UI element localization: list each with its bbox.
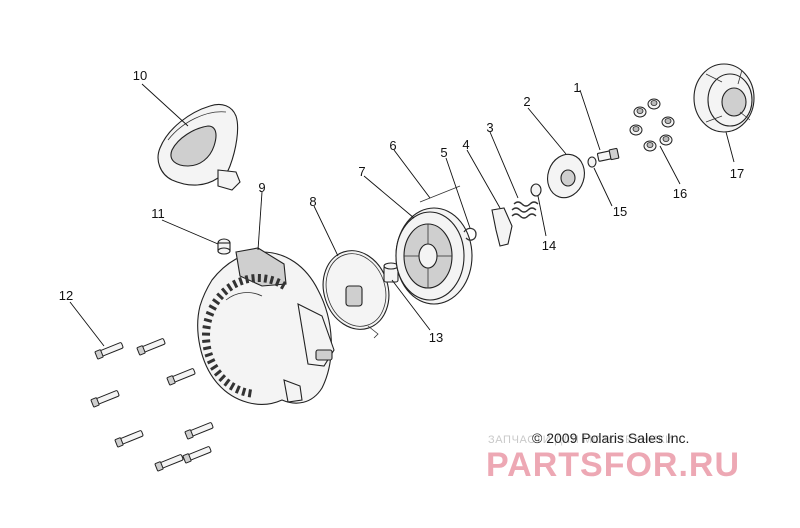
vent-slot <box>218 374 227 383</box>
bolt <box>90 390 120 408</box>
callout-1: 1 <box>573 80 580 95</box>
callout-12: 12 <box>59 288 73 303</box>
callout-7: 7 <box>358 164 365 179</box>
callout-9: 9 <box>258 180 265 195</box>
bolt <box>94 342 124 360</box>
vent-slot <box>201 332 211 336</box>
callout-14: 14 <box>542 238 556 253</box>
plug-part <box>217 238 231 255</box>
bushing-part <box>383 262 399 283</box>
vent-slot <box>205 310 215 317</box>
callout-8: 8 <box>309 194 316 209</box>
vent-slot <box>244 275 250 284</box>
flange-nut <box>633 106 647 118</box>
center-bolt-part <box>596 147 620 162</box>
vent-slot <box>228 382 236 391</box>
starter-cup-part <box>693 63 755 133</box>
vent-slot <box>202 325 211 330</box>
bolt <box>136 338 166 356</box>
vent-slot <box>269 275 275 285</box>
copyright-notice: © 2009 Polaris Sales Inc. <box>532 430 690 446</box>
rope-part <box>419 185 461 203</box>
pawl-part <box>491 207 513 247</box>
vent-slot <box>232 279 239 289</box>
bolt <box>184 422 214 440</box>
vent-slot <box>220 287 229 296</box>
callout-3: 3 <box>486 120 493 135</box>
spring-plate-part <box>322 250 390 339</box>
flange-nut <box>661 116 675 128</box>
bolt <box>114 430 144 448</box>
starter-handle-part <box>157 103 241 191</box>
vent-slot <box>280 281 287 290</box>
housing-bolts-part <box>90 338 214 472</box>
vent-slot <box>203 317 213 323</box>
vent-slot <box>206 358 216 365</box>
flange-nut <box>647 98 661 110</box>
vent-slot <box>216 292 225 301</box>
vent-slot <box>210 363 219 371</box>
housing-vent-slots <box>201 273 287 398</box>
friction-plate-part <box>547 153 585 199</box>
vent-slot <box>257 273 261 283</box>
bolt <box>182 446 212 464</box>
vent-slot <box>263 274 268 283</box>
vent-slot <box>274 278 281 287</box>
vent-slot <box>226 283 234 292</box>
flange-nut <box>629 124 643 136</box>
reel-pulley-part <box>395 207 473 305</box>
vent-slot <box>241 387 247 397</box>
callout-11: 11 <box>151 206 165 221</box>
watermark-tagline: ЗАПЧАСТИ ДЛЯ МОТОТЕХНИКИ <box>488 434 674 446</box>
washer-part <box>530 183 542 197</box>
callout-6: 6 <box>389 138 396 153</box>
flange-nut <box>643 140 657 152</box>
retainer-clip-part <box>463 227 477 241</box>
callout-labels: 1 2 3 4 5 6 7 8 9 10 11 12 13 14 15 16 1… <box>59 68 744 345</box>
vent-slot <box>223 378 231 387</box>
leader-lines <box>69 83 735 347</box>
starter-housing-part <box>197 247 335 405</box>
watermark-logo: PARTSFOR.RU <box>486 446 741 484</box>
callout-16: 16 <box>673 186 687 201</box>
vent-slot <box>238 276 244 286</box>
vent-slot <box>202 345 212 351</box>
flange-nut <box>659 134 673 146</box>
callout-13: 13 <box>429 330 443 345</box>
bolt <box>154 454 184 472</box>
vent-slot <box>204 352 214 358</box>
pawl-spring-part <box>511 201 539 219</box>
vent-slot <box>211 298 221 306</box>
flange-nuts-part <box>629 98 675 152</box>
nut-part <box>587 156 597 168</box>
vent-slot <box>213 369 222 377</box>
callout-5: 5 <box>440 145 447 160</box>
vent-slot <box>202 339 211 344</box>
callout-2: 2 <box>523 94 530 109</box>
vent-slot <box>208 304 217 311</box>
callout-15: 15 <box>613 204 627 219</box>
bolt <box>166 368 196 386</box>
callout-4: 4 <box>462 137 469 152</box>
vent-slot <box>251 274 255 283</box>
callout-17: 17 <box>730 166 744 181</box>
vent-slot <box>234 385 241 394</box>
callout-10: 10 <box>133 68 147 83</box>
vent-slot <box>247 389 252 398</box>
